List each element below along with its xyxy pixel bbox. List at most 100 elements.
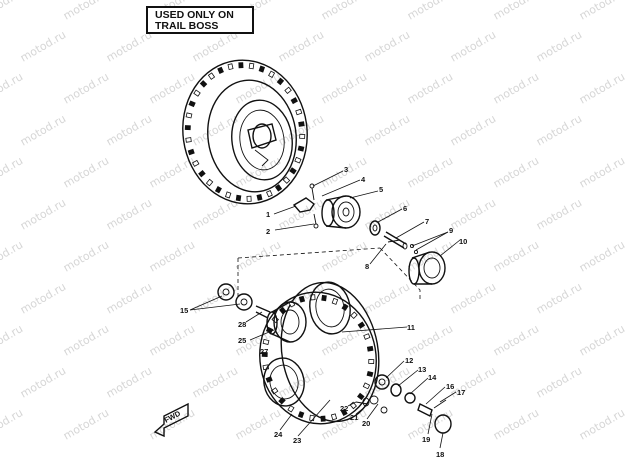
callout-17: 17 bbox=[457, 388, 465, 397]
tread-knob bbox=[299, 133, 306, 139]
tread-knob bbox=[224, 191, 232, 199]
callout-20: 20 bbox=[362, 419, 370, 428]
axle-hardware bbox=[355, 374, 452, 434]
callout-28: 28 bbox=[238, 320, 246, 329]
upper-rim bbox=[231, 99, 293, 181]
usage-note-box: USED ONLY ON TRAIL BOSS bbox=[146, 6, 254, 34]
tread-knobs bbox=[184, 62, 306, 202]
tread-knob bbox=[340, 408, 348, 416]
tread-knob bbox=[357, 392, 365, 401]
lower-rim-outer bbox=[309, 281, 351, 335]
tread-knob bbox=[331, 297, 339, 305]
tread-knob bbox=[350, 311, 358, 319]
tread-knob bbox=[320, 415, 326, 422]
tread-knob bbox=[265, 376, 273, 383]
tread-knob bbox=[298, 121, 305, 127]
lower-rim-inner bbox=[263, 357, 305, 407]
tread-knob bbox=[268, 70, 276, 78]
callout-15: 15 bbox=[180, 306, 188, 315]
tread-knob bbox=[363, 333, 371, 340]
tread-knob bbox=[238, 62, 244, 69]
tread-knob bbox=[266, 190, 273, 198]
tread-knob bbox=[262, 338, 270, 346]
callout-27: 27 bbox=[260, 347, 268, 356]
tread-knob bbox=[366, 345, 374, 352]
usage-note-line-1: USED ONLY ON bbox=[155, 9, 234, 21]
lower-tire bbox=[259, 281, 380, 425]
tread-knob bbox=[246, 195, 252, 202]
tread-knob bbox=[192, 159, 200, 167]
callout-24: 24 bbox=[274, 430, 283, 439]
tread-knob bbox=[184, 125, 191, 131]
callout-4: 4 bbox=[361, 175, 366, 184]
tread-knob bbox=[368, 358, 375, 364]
callout-7: 7 bbox=[425, 217, 429, 226]
leader-lines bbox=[189, 170, 461, 449]
tread-knob bbox=[284, 86, 292, 95]
tread-knob bbox=[279, 306, 287, 315]
tread-knob bbox=[366, 370, 374, 378]
tread-knob bbox=[185, 137, 192, 143]
tread-knob bbox=[330, 413, 338, 421]
upper-tire bbox=[182, 59, 308, 205]
tread-knob bbox=[290, 97, 298, 105]
tread-knob bbox=[294, 156, 302, 164]
tread-knob bbox=[261, 352, 268, 358]
tread-knob bbox=[298, 295, 306, 303]
callout-8: 8 bbox=[365, 262, 369, 271]
tread-knob bbox=[199, 80, 208, 88]
tread-knob bbox=[297, 411, 305, 419]
tread-knob bbox=[357, 321, 366, 329]
tread-knob bbox=[217, 66, 224, 74]
callout-6: 6 bbox=[403, 204, 407, 213]
tread-knob bbox=[276, 77, 285, 86]
brake-assembly bbox=[292, 183, 446, 285]
callout-11: 11 bbox=[407, 323, 415, 332]
wheel-hub bbox=[266, 301, 307, 343]
tread-knob bbox=[282, 176, 291, 184]
tread-knob bbox=[193, 89, 201, 97]
callout-21: 21 bbox=[350, 413, 358, 422]
callout-3: 3 bbox=[344, 165, 348, 174]
tread-knob bbox=[227, 63, 234, 71]
fwd-label: FWD bbox=[163, 409, 183, 425]
tread-knob bbox=[185, 112, 193, 119]
tread-knob bbox=[205, 178, 214, 187]
callout-25: 25 bbox=[238, 336, 246, 345]
tread-knob bbox=[198, 169, 206, 178]
callout-1: 1 bbox=[266, 210, 270, 219]
callout-22: 22 bbox=[340, 404, 348, 413]
tread-knob bbox=[297, 145, 305, 152]
callout-13: 13 bbox=[418, 365, 426, 374]
callout-2: 2 bbox=[266, 227, 270, 236]
callout-5: 5 bbox=[379, 185, 383, 194]
tread-knob bbox=[256, 193, 263, 201]
callout-10: 10 bbox=[459, 237, 467, 246]
tread-knob bbox=[207, 72, 216, 80]
tread-knob bbox=[321, 294, 327, 302]
tread-knob bbox=[248, 62, 255, 70]
tread-knob bbox=[258, 65, 266, 73]
callout-9: 9 bbox=[449, 226, 453, 235]
tread-knob bbox=[274, 184, 283, 192]
callout-12: 12 bbox=[405, 356, 413, 365]
fwd-arrow-icon bbox=[153, 402, 189, 438]
tread-knob bbox=[289, 167, 297, 175]
tread-knob bbox=[214, 186, 222, 194]
tread-knob bbox=[287, 405, 295, 413]
callout-23: 23 bbox=[293, 436, 301, 445]
tread-knob bbox=[188, 100, 196, 108]
usage-note-line-2: TRAIL BOSS bbox=[155, 20, 219, 32]
callout-18: 18 bbox=[436, 450, 444, 459]
tread-knob bbox=[235, 194, 242, 202]
tread-knob bbox=[187, 148, 195, 156]
callout-19: 19 bbox=[422, 435, 430, 444]
bearings-15 bbox=[217, 283, 253, 311]
callout-16: 16 bbox=[446, 382, 454, 391]
callout-14: 14 bbox=[428, 373, 437, 382]
tread-knob bbox=[295, 108, 303, 116]
tread-knob bbox=[341, 303, 349, 311]
